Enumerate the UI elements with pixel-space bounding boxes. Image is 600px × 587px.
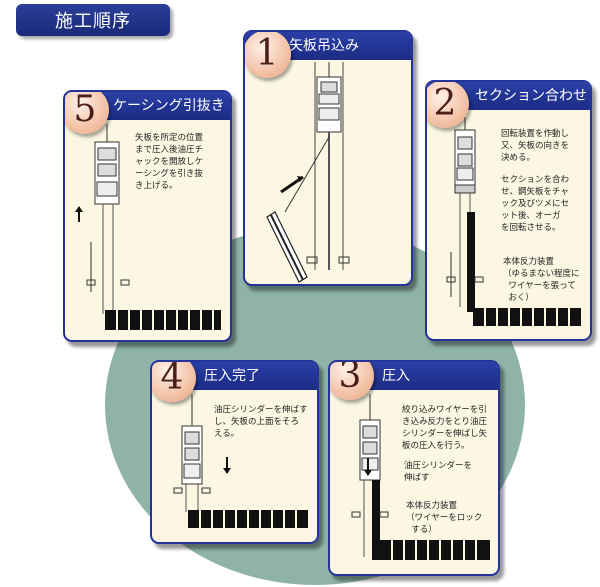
step-3-number-badge: 3: [330, 362, 374, 400]
step-2-panel: セクション合わせ 回転装置を作動し 又、矢板の向きを 決める。 セクションを合わ…: [425, 80, 592, 341]
step-2-illustration: [446, 114, 581, 326]
step-5-title: ケーシング引抜き: [113, 98, 225, 114]
step-5-number-badge: 5: [65, 92, 109, 134]
step-1-title: 矢板吊込み: [289, 38, 359, 54]
step-5-text-1: 矢板を所定の位置 まで圧入後油圧チ ャックを開放しケ ーシングを引き抜 き上げる…: [135, 133, 204, 191]
step-1-illustration: [266, 62, 350, 283]
step-4-title: 圧入完了: [204, 368, 260, 384]
step-3-illustration: [351, 394, 490, 560]
step-2-text-3: 本体反力装置 （ゆるまない程度に ワイヤーを張って おく）: [503, 257, 580, 303]
step-4-panel: 圧入完了 油圧シリンダーを伸ばす し、矢板の上面をそろ える。 4: [150, 360, 319, 544]
step-2-number-badge: 2: [427, 82, 469, 128]
step-5-panel: ケーシング引抜き 矢板を所定の位置 まで圧入後油圧チ ャックを開放しケ ーシング…: [63, 90, 232, 342]
step-2-title: セクション合わせ: [475, 88, 587, 104]
section-title: 施工順序: [55, 11, 131, 32]
step-2-text-1: 回転装置を作動し 又、矢板の向きを 決める。: [501, 129, 570, 163]
step-4-number-badge: 4: [152, 362, 196, 402]
step-5-illustration: [75, 124, 221, 330]
step-1-panel: 矢板吊込み 1: [243, 30, 413, 286]
section-title-badge: 施工順序: [16, 4, 170, 36]
step-4-illustration: [173, 394, 308, 528]
step-1-number-badge: 1: [245, 32, 291, 78]
step-3-text-1: 絞り込みワイヤーを引 き込み反力をとり油圧 シリンダーを伸ばし矢 板の圧入を行う…: [402, 405, 488, 451]
step-3-text-3: 本体反力装置 （ワイヤーをロック する）: [406, 501, 483, 535]
step-3-panel: 圧入 絞り込みワイヤーを引 き込み反力をとり油圧 シリンダーを伸ばし矢 板の圧入…: [328, 360, 500, 576]
step-3-title: 圧入: [382, 368, 410, 384]
step-3-text-2: 油圧シリンダーを 伸ばす: [404, 461, 473, 483]
step-4-text-1: 油圧シリンダーを伸ばす し、矢板の上面をそろ える。: [214, 405, 308, 439]
step-2-text-2: セクションを合わ せ、鋼矢板をチャ ック及びツメにセ ット後、オーガ を回転させ…: [501, 175, 570, 233]
